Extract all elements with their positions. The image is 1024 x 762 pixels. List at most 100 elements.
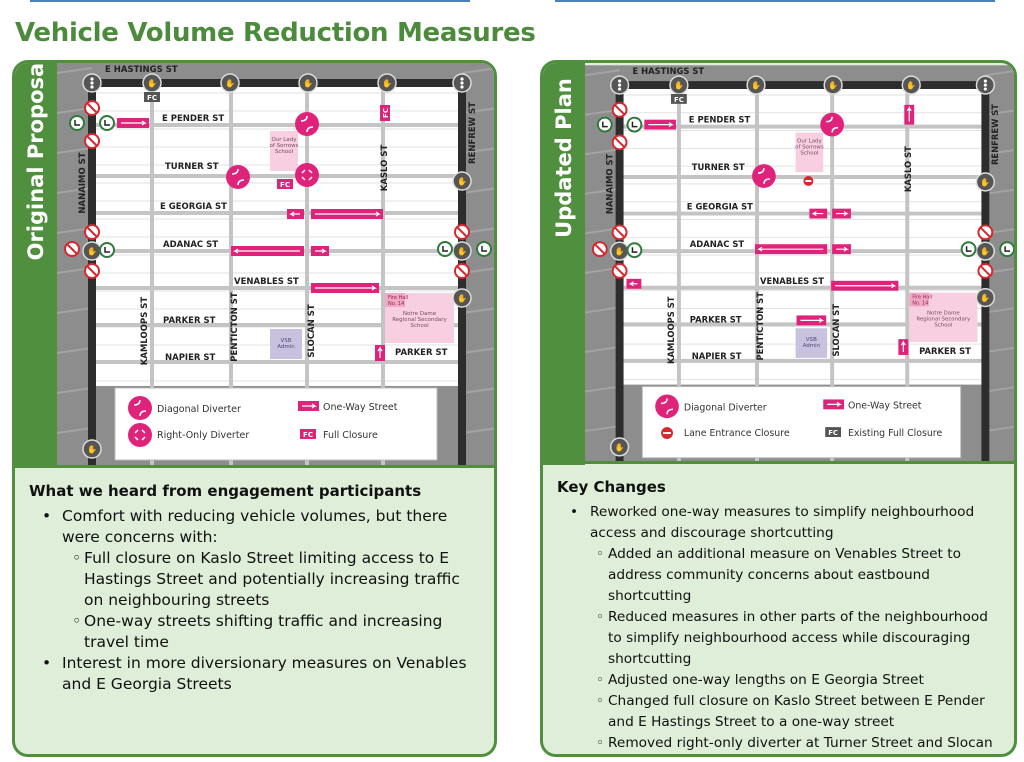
legend-label: Full Closure [323, 430, 378, 441]
pedestrian-glyph: ✋ [980, 293, 990, 303]
street-label-kaslo: KASLO ST [903, 146, 913, 192]
street-label-venables: VENABLES ST [760, 276, 824, 286]
bullet-item: Comfort with reducing vehicle volumes, b… [42, 506, 480, 653]
turn-only-icon [476, 241, 492, 257]
legend-label: One-Way Street [323, 402, 398, 413]
existing-full-closure-marker [671, 93, 687, 104]
right-only-diverter-icon [128, 423, 152, 447]
signal-light [983, 87, 987, 91]
outer-road [585, 148, 620, 156]
street-label-georgia: E GEORGIA ST [687, 202, 753, 212]
diverter-glyph [301, 169, 313, 181]
diverter-glyph [826, 116, 839, 133]
vsb-admin-label: VSB [806, 337, 817, 343]
one-way-arrow [648, 122, 674, 128]
sub-bullet-item: One-way streets shifting traffic and inc… [72, 611, 480, 653]
signal-light [90, 85, 94, 89]
outer-road [585, 425, 620, 433]
pedestrian-glyph: ✋ [87, 444, 97, 454]
no-turn-slash [86, 102, 98, 114]
one-way-arrow [827, 401, 843, 407]
bullet-text: Interest in more diversionary measures o… [62, 654, 467, 693]
school-notre-dame-label: Regional Secondary [916, 316, 971, 322]
school-our-lady-label: of Sorrows [270, 143, 299, 149]
one-way-arrow [289, 211, 300, 217]
legend-label: One-Way Street [848, 400, 922, 411]
school-notre-dame-label: Notre Dame [927, 310, 960, 316]
outer-road [461, 387, 494, 394]
school-our-lady [795, 132, 824, 173]
outer-road [57, 347, 93, 354]
street-label-hastings: E HASTINGS ST [105, 65, 178, 75]
key-changes: Key Changes Reworked one-way measures to… [543, 461, 1014, 754]
street-label-nanaimo: NANAIMO ST [605, 153, 615, 214]
street-label-parker-east: PARKER ST [395, 348, 448, 358]
no-turn-slash [86, 135, 98, 147]
diagonal-diverter-icon [295, 112, 319, 136]
full-closure-label: FC [147, 94, 157, 102]
outer-road [585, 385, 620, 393]
turn-glyph [602, 121, 608, 128]
one-way-arrow [811, 211, 824, 217]
street-label-slocan: SLOCAN ST [831, 304, 841, 357]
no-turn-slash [86, 226, 98, 238]
signal-light [90, 77, 94, 81]
outer-road [57, 387, 93, 394]
page-title: Vehicle Volume Reduction Measures [15, 18, 536, 48]
feedback-list: Comfort with reducing vehicle volumes, b… [42, 506, 480, 695]
one-way-arrow [233, 248, 300, 254]
outer-road [985, 109, 1014, 116]
diagonal-diverter-icon [820, 112, 845, 137]
legend-box [641, 386, 962, 459]
diagonal-diverter-icon [655, 394, 679, 419]
outer-road [461, 187, 494, 194]
lane-closure-bar [663, 432, 672, 435]
signal-light [460, 77, 464, 81]
outer-road [585, 187, 620, 195]
existing-full-closure-marker [825, 427, 842, 437]
diverter-glyph [661, 398, 674, 415]
pedestrian-glyph: ✋ [457, 176, 467, 186]
one-way-arrow [377, 346, 383, 358]
outer-road [461, 107, 494, 114]
signal-light [460, 85, 464, 89]
turn-only-icon [99, 115, 115, 131]
bullet-text: Reworked one-way measures to simplify ne… [590, 504, 975, 541]
vsb-admin [270, 329, 302, 359]
one-way-arrow [900, 340, 906, 352]
one-way-arrow [315, 211, 381, 217]
legend-label: Diagonal Diverter [684, 402, 767, 413]
turn-glyph [104, 120, 110, 126]
one-way-arrow [836, 211, 849, 217]
sub-bullet-item: Full closure on Kaslo Street limiting ac… [72, 548, 480, 611]
outer-road [461, 147, 494, 154]
school-notre-dame-label: School [410, 323, 429, 329]
legend-label: Existing Full Closure [848, 428, 942, 439]
street-label-nanaimo: NANAIMO ST [78, 152, 88, 213]
outer-road [57, 147, 93, 154]
pedestrian-signal-icon [901, 75, 921, 95]
outer-road [985, 386, 1014, 393]
key-changes-list: Reworked one-way measures to simplify ne… [570, 502, 1000, 754]
one-way-arrow [121, 120, 147, 126]
diagonal-diverter-icon [128, 396, 152, 420]
one-way-arrow [757, 246, 824, 252]
turn-only-icon [960, 241, 977, 258]
no-turn-slash [613, 104, 626, 116]
pedestrian-signal-icon [609, 437, 630, 457]
panel-label: Original Proposal [24, 60, 48, 261]
street-label-penticton: PENTICTON ST [230, 292, 240, 362]
street-label-georgia: E GEORGIA ST [160, 202, 227, 212]
outer-road [985, 188, 1014, 195]
pedestrian-signal-icon [823, 75, 843, 95]
street-label-hastings: E HASTINGS ST [632, 66, 704, 76]
diverter-glyph [134, 429, 146, 441]
one-way-arrow [906, 105, 912, 122]
fire-hall [385, 293, 405, 307]
street-label-pender: E PENDER ST [162, 114, 224, 124]
outer-road [57, 187, 93, 194]
pedestrian-signal-icon [377, 73, 397, 93]
